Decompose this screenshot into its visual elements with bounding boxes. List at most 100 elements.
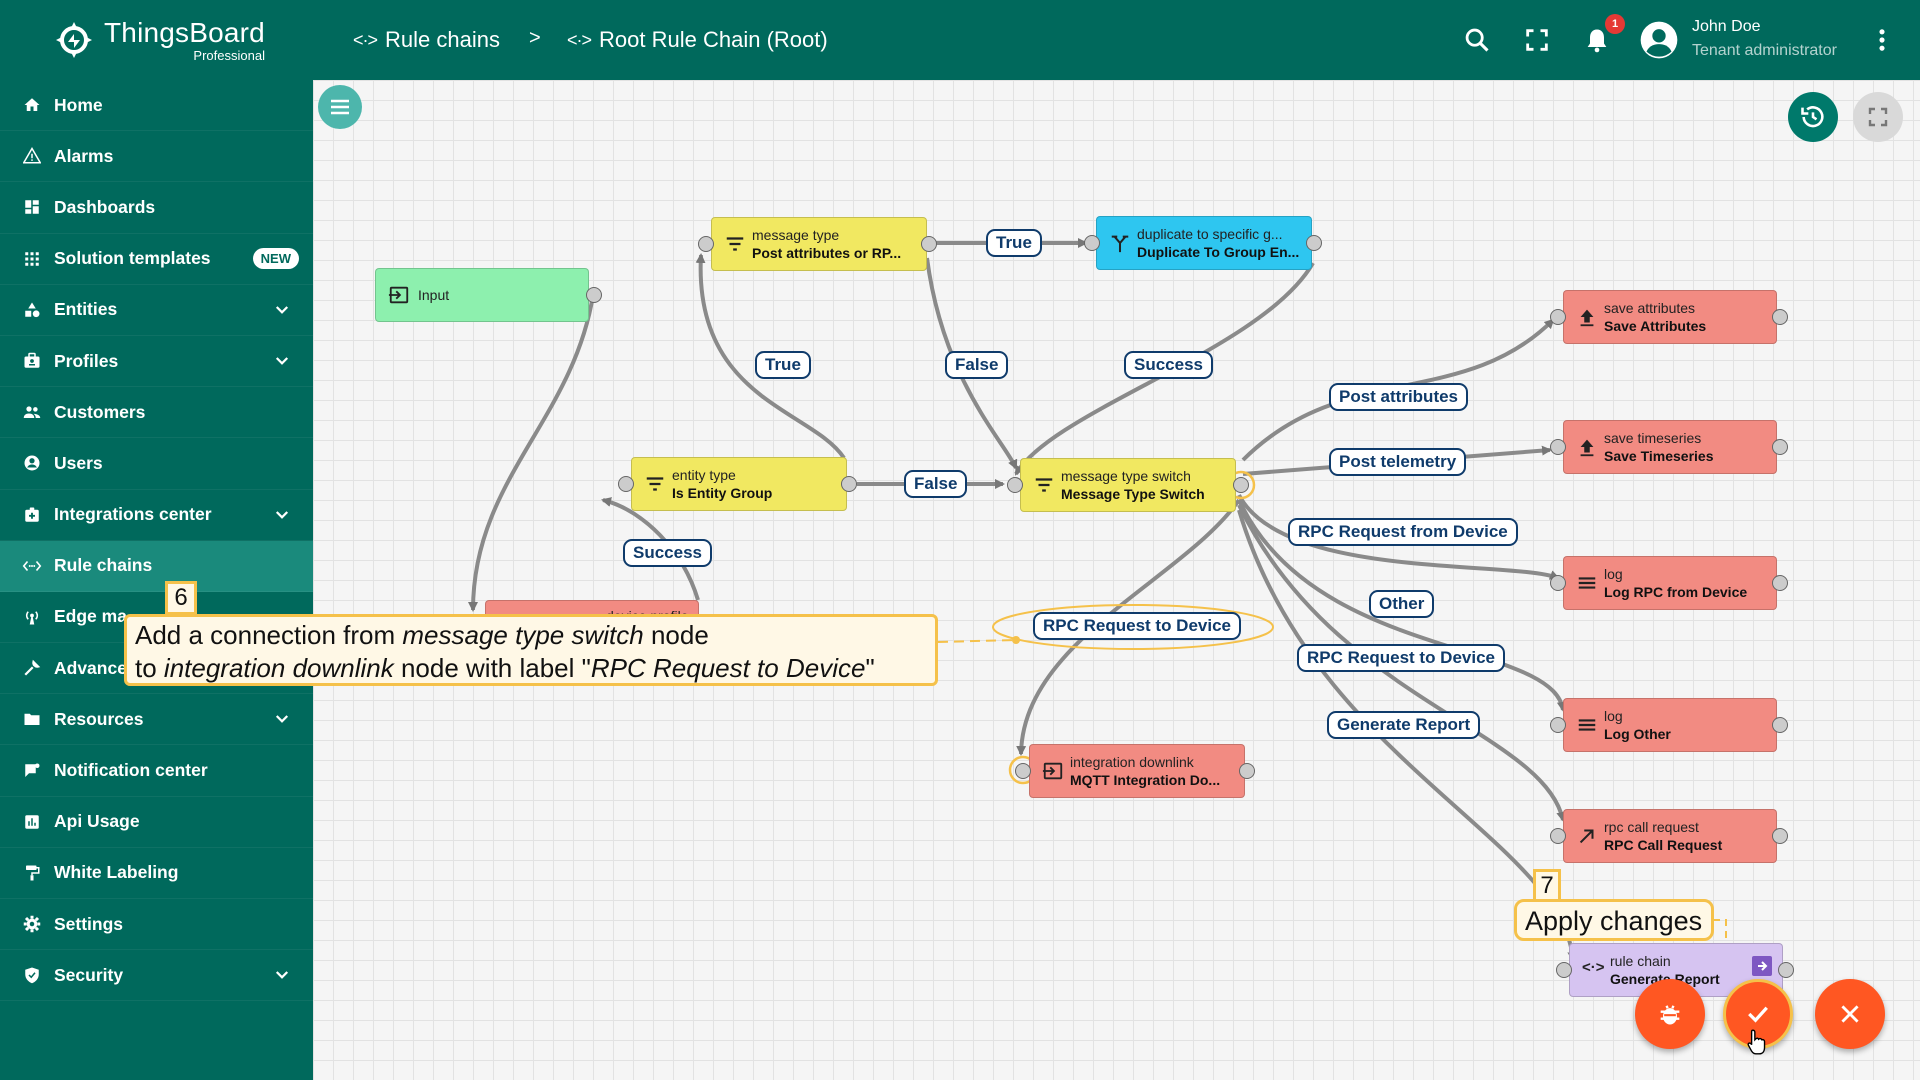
switch-out-port[interactable] xyxy=(1233,477,1249,493)
switch-in-port[interactable] xyxy=(1007,477,1023,493)
apply-changes-button[interactable] xyxy=(1723,979,1793,1049)
rule-node-duplicate[interactable]: duplicate to specific g...Duplicate To G… xyxy=(1096,216,1312,270)
canvas-fullscreen-button[interactable] xyxy=(1853,92,1903,142)
open-rule-chain-icon[interactable] xyxy=(1750,954,1774,978)
link-label-true[interactable]: True xyxy=(986,229,1042,257)
edge-icon xyxy=(22,607,42,627)
avatar-icon[interactable] xyxy=(1639,20,1679,60)
fork-icon xyxy=(1111,235,1129,253)
decline-changes-button[interactable] xyxy=(1815,979,1885,1049)
more-vert-icon[interactable] xyxy=(1868,26,1896,54)
link-label-rpc-from-device[interactable]: RPC Request from Device xyxy=(1288,518,1518,546)
msgtype-out-port[interactable] xyxy=(921,236,937,252)
msgtype-in-port[interactable] xyxy=(698,236,714,252)
breadcrumb-rule-chains[interactable]: <·> Rule chains xyxy=(353,27,500,53)
link-label-rpc-to-device[interactable]: RPC Request to Device xyxy=(1297,644,1505,672)
sidebar-item-api-usage[interactable]: Api Usage xyxy=(0,797,313,848)
sidebar-item-label: Security xyxy=(54,964,124,985)
toggle-library-button[interactable] xyxy=(318,85,362,129)
save-timeseries-out-port[interactable] xyxy=(1772,439,1788,455)
sidebar-item-rule-chains[interactable]: Rule chains xyxy=(0,540,313,592)
dashboard-icon xyxy=(22,197,42,217)
save-attributes-in-port[interactable] xyxy=(1550,309,1566,325)
sidebar-item-advanced-features[interactable]: Advance xyxy=(0,643,313,695)
sidebar-item-notification-center[interactable]: Notification center xyxy=(0,745,313,797)
sidebar-item-profiles[interactable]: Profiles xyxy=(0,336,313,388)
close-icon xyxy=(1841,1005,1859,1023)
profiles-icon xyxy=(22,351,42,371)
link-label-success[interactable]: Success xyxy=(1124,351,1213,379)
save-timeseries-in-port[interactable] xyxy=(1550,439,1566,455)
sidebar-item-customers[interactable]: Customers xyxy=(0,387,313,439)
sidebar: ThingsBoard Professional Home Alarms Das… xyxy=(0,0,313,1080)
input-out-port[interactable] xyxy=(586,287,602,303)
rpc-call-out-port[interactable] xyxy=(1772,828,1788,844)
thingsboard-logo-icon xyxy=(56,22,92,58)
link-label-rpc-to-device-new[interactable]: RPC Request to Device xyxy=(1033,612,1241,640)
downlink-in-port[interactable] xyxy=(1015,763,1031,779)
input-icon xyxy=(1042,762,1063,780)
link-label-success[interactable]: Success xyxy=(623,539,712,567)
duplicate-out-port[interactable] xyxy=(1306,235,1322,251)
sidebar-item-integrations-center[interactable]: Integrations center xyxy=(0,490,313,541)
sidebar-item-home[interactable]: Home xyxy=(0,80,313,132)
sidebar-item-label: Profiles xyxy=(54,350,119,371)
link-label-other[interactable]: Other xyxy=(1369,590,1435,618)
link-label-false[interactable]: False xyxy=(904,470,968,498)
rule-chain-icon: <·> xyxy=(567,29,592,50)
rule-chain-out-port[interactable] xyxy=(1778,962,1794,978)
sidebar-item-label: Entities xyxy=(54,299,118,320)
apps-icon xyxy=(22,249,42,269)
sidebar-item-entities[interactable]: Entities xyxy=(0,285,313,336)
fullscreen-icon[interactable] xyxy=(1523,26,1551,54)
sidebar-item-users[interactable]: Users xyxy=(0,438,313,490)
sidebar-item-security[interactable]: Security xyxy=(0,950,313,1002)
rpc-call-in-port[interactable] xyxy=(1550,828,1566,844)
filter-icon xyxy=(1035,478,1053,492)
brand-logo[interactable]: ThingsBoard Professional xyxy=(0,0,313,80)
duplicate-in-port[interactable] xyxy=(1084,235,1100,251)
chevron-down-icon xyxy=(275,357,289,365)
version-history-button[interactable] xyxy=(1788,92,1838,142)
sidebar-item-white-labeling[interactable]: White Labeling xyxy=(0,848,313,899)
sidebar-item-solution-templates[interactable]: Solution templates NEW xyxy=(0,234,313,285)
notifications-bell-icon[interactable] xyxy=(1583,26,1611,54)
link-label-false[interactable]: False xyxy=(945,351,1009,379)
link-switch-rpc-from-device xyxy=(1237,494,1560,580)
link-label-post-telemetry[interactable]: Post telemetry xyxy=(1329,448,1467,476)
chevron-down-icon xyxy=(275,971,289,980)
sidebar-item-dashboards[interactable]: Dashboards xyxy=(0,182,313,234)
search-icon[interactable] xyxy=(1463,26,1491,54)
sidebar-item-resources[interactable]: Resources xyxy=(0,694,313,746)
log-rpc-in-port[interactable] xyxy=(1550,575,1566,591)
log-rpc-out-port[interactable] xyxy=(1772,575,1788,591)
sidebar-item-settings[interactable]: Settings xyxy=(0,899,313,951)
save-attributes-out-port[interactable] xyxy=(1772,309,1788,325)
customers-icon xyxy=(22,402,42,422)
entity-type-in-port[interactable] xyxy=(618,476,634,492)
link-label-post-attributes[interactable]: Post attributes xyxy=(1329,383,1469,411)
hand-pointer-cursor-icon xyxy=(1747,1029,1766,1055)
link-label-generate-report[interactable]: Generate Report xyxy=(1327,711,1481,739)
entity-type-out-port[interactable] xyxy=(841,476,857,492)
paint-roller-icon xyxy=(22,863,42,883)
sidebar-item-alarms[interactable]: Alarms xyxy=(0,131,313,183)
downlink-out-port[interactable] xyxy=(1239,763,1255,779)
debug-mode-button[interactable] xyxy=(1635,979,1705,1049)
rule-chain-in-port[interactable] xyxy=(1556,962,1572,978)
link-label-true[interactable]: True xyxy=(755,351,811,379)
log-other-out-port[interactable] xyxy=(1772,717,1788,733)
user-name[interactable]: John Doe xyxy=(1692,18,1761,35)
rule-node-input[interactable]: Input xyxy=(375,268,589,322)
log-other-in-port[interactable] xyxy=(1550,717,1566,733)
